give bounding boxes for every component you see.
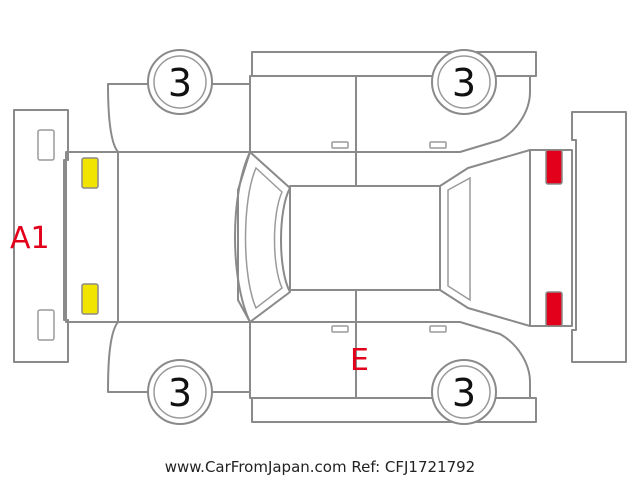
- wheel-grade-rear-left: 3: [452, 61, 476, 105]
- footer-reference: www.CarFromJapan.com Ref: CFJ1721792: [165, 458, 475, 476]
- front-bumper: [13, 109, 69, 363]
- damage-mark-right-rear-door: E: [350, 343, 369, 378]
- front-left-light: [81, 157, 99, 189]
- wheel-grade-front-left: 3: [168, 61, 192, 105]
- rear-left-light: [545, 149, 563, 185]
- wheel-grade-front-right: 3: [168, 371, 192, 415]
- roof: [289, 185, 441, 291]
- wheel-rear-left: 3: [431, 49, 497, 115]
- wheel-grade-rear-right: 3: [452, 371, 476, 415]
- wheel-front-left: 3: [147, 49, 213, 115]
- front-right-light: [81, 283, 99, 315]
- windshield: [234, 151, 291, 323]
- damage-mark-front-bumper: A1: [10, 221, 50, 256]
- rear-right-light: [545, 291, 563, 327]
- wheel-front-right: 3: [147, 359, 213, 425]
- rear-bumper: [571, 111, 627, 363]
- right-side-panels: [107, 289, 537, 423]
- left-side-panels: [107, 51, 537, 187]
- wheel-rear-right: 3: [431, 359, 497, 425]
